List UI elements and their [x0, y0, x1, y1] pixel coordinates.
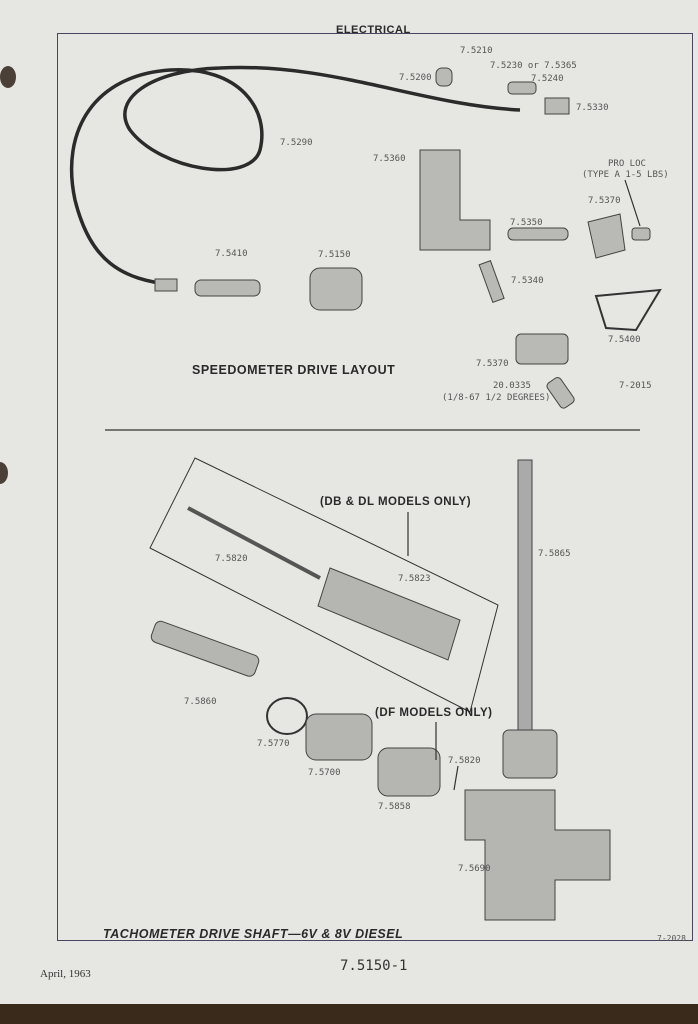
- part-label: 7.5240: [531, 74, 564, 84]
- part-label: 7.5150: [318, 250, 351, 260]
- binder-hole: [0, 462, 8, 484]
- adapter-5823: [317, 567, 461, 661]
- part-label: 7.5690: [458, 864, 491, 874]
- part-label: 7.5820: [215, 554, 248, 564]
- part-label: 7.5858: [378, 802, 411, 812]
- shaft-5820: [187, 506, 321, 580]
- illustration-frame: [57, 33, 693, 941]
- background-surface: [0, 1004, 698, 1024]
- part-label: 7.5290: [280, 138, 313, 148]
- part-label: 7.5865: [538, 549, 571, 559]
- sleeve-5240: [507, 81, 537, 95]
- part-label: (TYPE A 1-5 LBS): [582, 170, 669, 180]
- part-label: 7.5210: [460, 46, 493, 56]
- adapter-5150: [309, 267, 363, 311]
- part-label: 7.5410: [215, 249, 248, 259]
- coupling-5410: [194, 279, 261, 297]
- part-label: PRO LOC: [608, 159, 646, 169]
- part-label: 7-2028: [657, 934, 686, 943]
- part-label: 7.5360: [373, 154, 406, 164]
- adapter-5858: [377, 747, 441, 797]
- bushing-5370: [587, 213, 626, 259]
- part-label: 7.5230 or 7.5365: [490, 61, 577, 71]
- part-label: 7.5770: [257, 739, 290, 749]
- adapter-5860: [150, 620, 260, 677]
- part-label: 7.5860: [184, 697, 217, 707]
- part-label: 7.5370: [588, 196, 621, 206]
- drive-housing-5690: [464, 789, 611, 921]
- part-label: 7.5370: [476, 359, 509, 369]
- nut-5200: [435, 67, 453, 87]
- note-df: (DF MODELS ONLY): [375, 707, 493, 719]
- part-label: 7.5820: [448, 756, 481, 766]
- gasket-5770: [266, 697, 308, 735]
- part-label: 7.5400: [608, 335, 641, 345]
- section-header: ELECTRICAL: [336, 24, 411, 36]
- pro-loc: [631, 227, 651, 241]
- footer-date: April, 1963: [40, 968, 91, 980]
- cable-ferrule: [154, 278, 178, 292]
- part-label: 7.5350: [510, 218, 543, 228]
- part-label: 7.5700: [308, 768, 341, 778]
- part-label: 7-2015: [619, 381, 652, 391]
- tachometer-caption: TACHOMETER DRIVE SHAFT—6V & 8V DIESEL: [103, 927, 404, 941]
- plug-5370: [515, 333, 569, 365]
- right-angle-drive: [419, 149, 491, 251]
- part-label: 7.5330: [576, 103, 609, 113]
- gasket-5400: [594, 288, 662, 332]
- speedometer-caption: SPEEDOMETER DRIVE LAYOUT: [192, 363, 396, 377]
- flex-shaft-5865: [517, 459, 533, 741]
- speedometer-cable: [69, 65, 521, 287]
- gear-5340: [478, 260, 505, 304]
- part-label: 7.5340: [511, 276, 544, 286]
- note-db-dl: (DB & DL MODELS ONLY): [320, 496, 472, 508]
- binder-hole: [0, 66, 16, 88]
- inset-box: [149, 457, 499, 713]
- adapter-5330: [544, 97, 570, 115]
- fitting-20-0335: [546, 377, 575, 409]
- page-number: 7.5150-1: [340, 958, 408, 974]
- part-label: (1/8-67 1/2 DEGREES): [442, 393, 551, 403]
- part-label: 7.5200: [399, 73, 432, 83]
- tach-nut: [502, 729, 558, 779]
- part-label: 7.5823: [398, 574, 431, 584]
- adapter-5700: [305, 713, 373, 761]
- part-label: 20.0335: [493, 381, 531, 391]
- gear-5350: [507, 227, 569, 241]
